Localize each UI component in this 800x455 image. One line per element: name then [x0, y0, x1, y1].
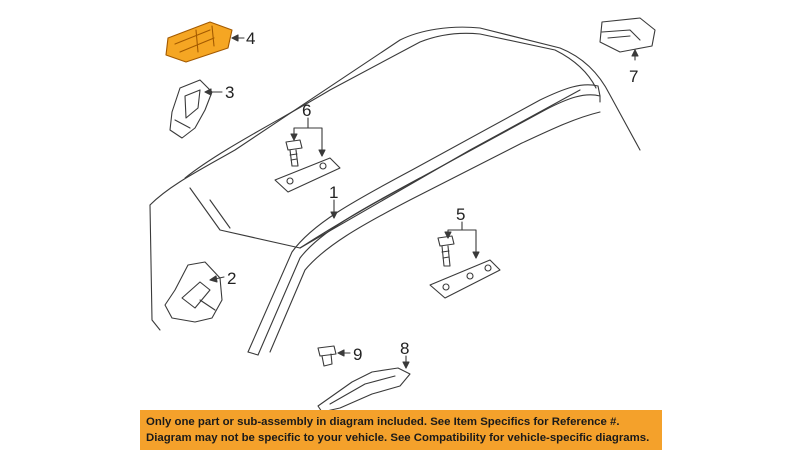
callout-2: 2 [227, 269, 236, 288]
bracket-part-6 [274, 157, 341, 193]
leader-6-arrows [290, 133, 326, 157]
clip-part-9 [317, 345, 337, 367]
screw-part-5 [437, 235, 455, 267]
leader-4-arrow [231, 34, 239, 42]
trim-part-8 [317, 367, 411, 413]
leader-5-arrows [444, 231, 480, 259]
callout-7: 7 [629, 67, 638, 86]
bracket-part-5 [429, 259, 501, 299]
leader-8-arrow [402, 361, 410, 369]
leader-9-arrow [337, 349, 345, 357]
callout-6: 6 [302, 101, 311, 120]
cover-part-7 [599, 17, 656, 53]
leader-7-arrow [631, 49, 639, 57]
leader-1-arrow [330, 211, 338, 219]
clip-part-4-highlighted [165, 21, 233, 63]
clip-part-2 [164, 261, 223, 323]
leader-3-arrow [204, 88, 212, 96]
callout-5: 5 [456, 205, 465, 224]
roof-molding-part-1 [247, 84, 601, 356]
leader-6 [293, 117, 323, 157]
screw-part-6 [285, 139, 303, 167]
callout-1: 1 [329, 183, 338, 202]
clip-part-3 [169, 79, 213, 139]
callout-3: 3 [225, 83, 234, 102]
disclaimer-line-1: Only one part or sub-assembly in diagram… [146, 416, 620, 428]
callout-8: 8 [400, 339, 409, 358]
callout-9: 9 [353, 345, 362, 364]
leader-5 [447, 221, 477, 259]
leader-2-arrow [209, 275, 218, 283]
callout-4: 4 [246, 29, 255, 48]
disclaimer-banner: Only one part or sub-assembly in diagram… [140, 410, 662, 450]
disclaimer-line-2: Diagram may not be specific to your vehi… [146, 432, 650, 444]
